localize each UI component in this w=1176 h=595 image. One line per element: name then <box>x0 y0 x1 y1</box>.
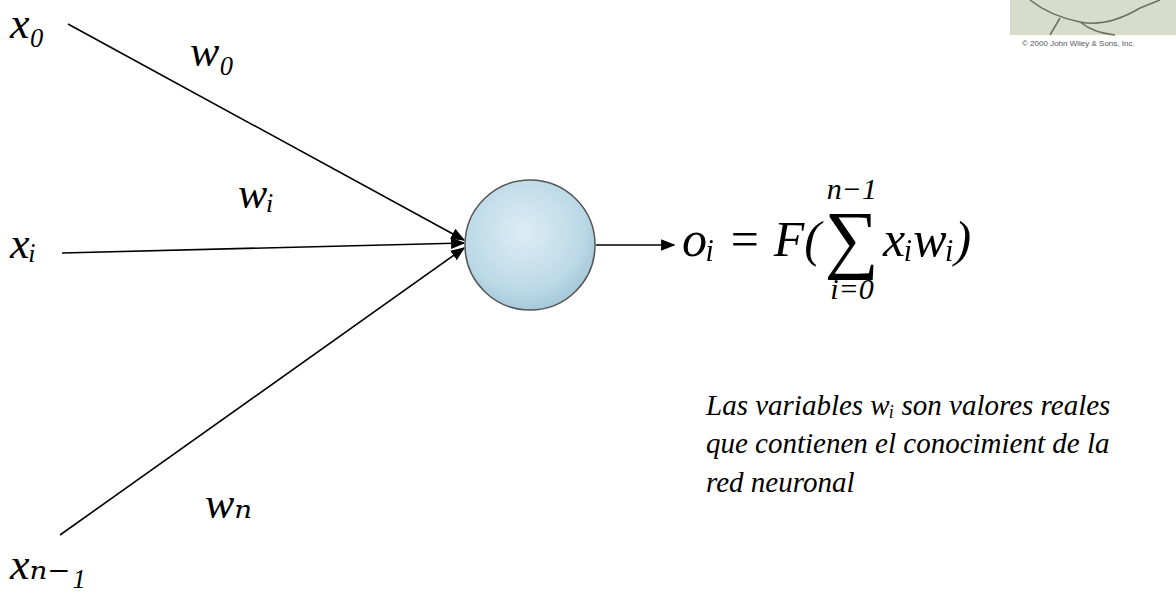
sum-symbol: ∑ <box>825 200 879 276</box>
weight-symbol: wₙ <box>205 482 252 526</box>
weight-symbol: w₀ <box>188 30 237 74</box>
input-symbol: xᵢ <box>10 222 37 266</box>
input-lines <box>60 24 464 535</box>
formula-part: xᵢwᵢ) <box>883 214 971 264</box>
neuron-illustration <box>1010 0 1176 35</box>
output-arrow <box>596 244 674 246</box>
formula-part: oᵢ = F( <box>682 214 821 264</box>
sum-limit: i=0 <box>830 274 874 304</box>
input-symbol: x₀ <box>10 2 45 46</box>
neuron-circle <box>465 180 595 310</box>
note-text: Las variables wᵢ son valores reales que … <box>706 386 1151 501</box>
input-symbol: xₙ₋₁ <box>10 543 86 587</box>
copyright-note: © 2000 John Wiley & Sons, Inc. <box>1022 40 1135 48</box>
weight-symbol: wᵢ <box>236 172 276 216</box>
